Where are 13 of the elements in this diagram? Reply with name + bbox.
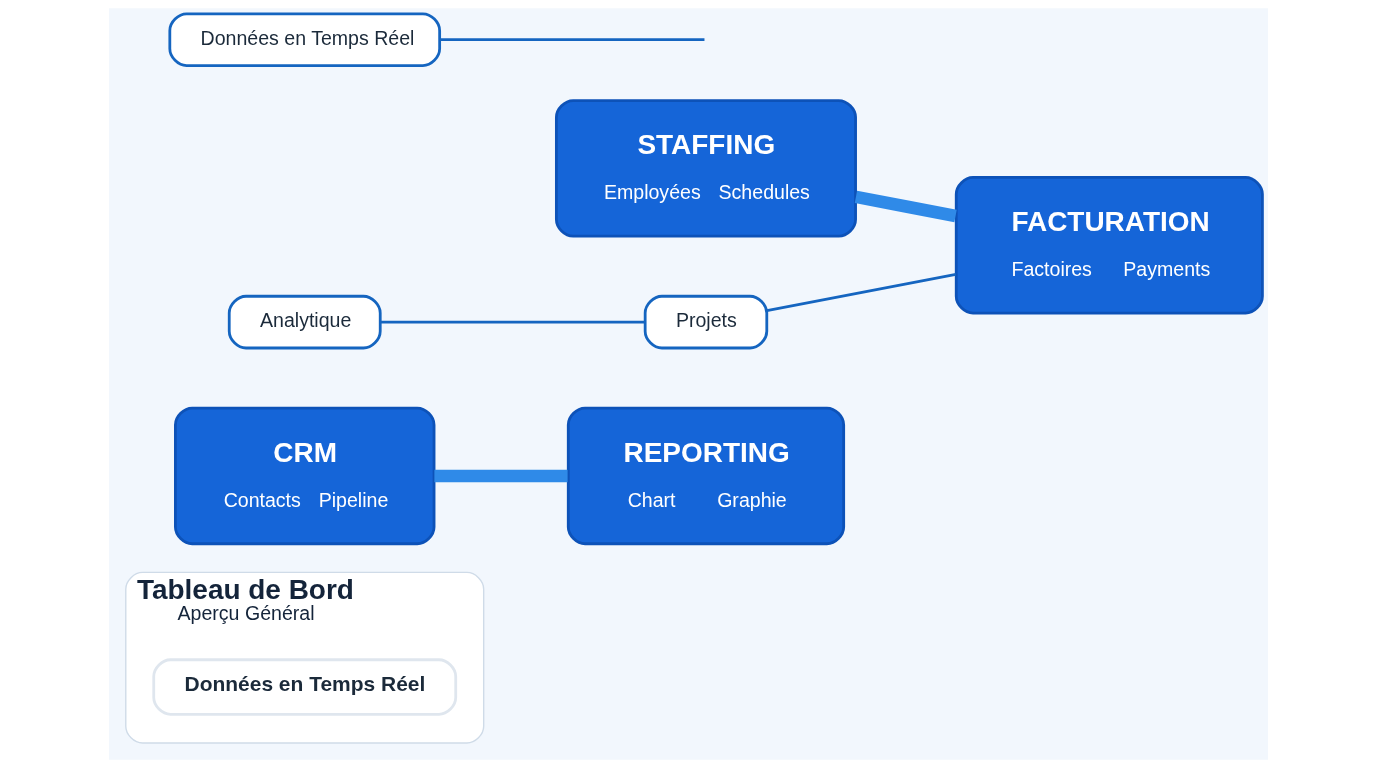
node-box: FACTURATION Factoires Payments [954, 176, 1264, 315]
node-box: Données en Temps Réel [167, 12, 441, 67]
node-box: Projets [643, 294, 768, 350]
node-box: Données en Temps Réel [151, 658, 457, 716]
node-box: Analytique [227, 294, 382, 350]
connector [380, 320, 645, 324]
connector [433, 469, 568, 483]
node-box: REPORTING Chart Graphie [566, 406, 845, 546]
connector [766, 273, 956, 313]
connector [854, 190, 957, 223]
node-box: STAFFING Employées Schedules [554, 99, 857, 238]
connector [439, 38, 704, 42]
node-box: CRM Contacts Pipeline [173, 406, 435, 546]
